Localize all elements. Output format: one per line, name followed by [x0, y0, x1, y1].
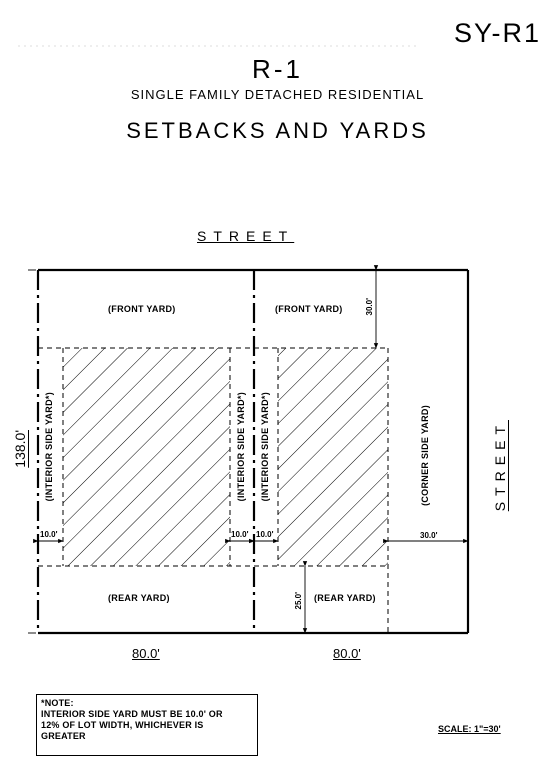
dimension-lines — [28, 265, 469, 634]
note-box: *NOTE: INTERIOR SIDE YARD MUST BE 10.0' … — [36, 694, 258, 756]
lot-depth-label: 138.0' — [12, 430, 28, 468]
interior-side-yard-label-2: (INTERIOR SIDE YARD*) — [236, 392, 246, 502]
interior-side-yard-label-3: (INTERIOR SIDE YARD*) — [260, 392, 270, 502]
street-label-top: STREET — [197, 228, 295, 244]
rear-yard-label-left: (REAR YARD) — [108, 593, 170, 603]
corner-side-yard-label: (CORNER SIDE YARD) — [420, 405, 430, 506]
interior-side-yard-label-1: (INTERIOR SIDE YARD*) — [44, 392, 54, 502]
corner-side-setback-dimension: 30.0' — [420, 531, 438, 540]
interior-side-dimension-3: 10.0' — [256, 530, 274, 539]
setback-lines — [38, 347, 389, 633]
lot-width-left: 80.0' — [132, 646, 160, 661]
rear-yard-label-right: (REAR YARD) — [314, 593, 376, 603]
note-line: 12% OF LOT WIDTH, WHICHEVER IS — [41, 720, 204, 730]
buildable-area-left — [63, 348, 230, 566]
note-heading: *NOTE: — [41, 698, 74, 708]
sheet-id: SY-R1 — [453, 18, 541, 48]
interior-side-dimension-2: 10.0' — [231, 530, 249, 539]
street-label-right: STREET — [492, 420, 508, 512]
lot-width-right: 80.0' — [333, 646, 361, 661]
zone-code: R-1 — [252, 54, 303, 84]
note-line: INTERIOR SIDE YARD MUST BE 10.0' OR — [41, 709, 223, 719]
page-title: SETBACKS AND YARDS — [126, 118, 429, 143]
lot-boundaries — [36, 268, 470, 635]
front-setback-dimension: 30.0' — [365, 298, 374, 316]
scale-label: SCALE: 1"=30' — [438, 724, 501, 734]
note-line: GREATER — [41, 731, 86, 741]
interior-side-dimension-1: 10.0' — [40, 530, 58, 539]
zone-description: SINGLE FAMILY DETACHED RESIDENTIAL — [130, 87, 425, 102]
buildable-area-right — [278, 348, 388, 566]
rear-setback-dimension: 25.0' — [294, 592, 303, 610]
front-yard-label-left: (FRONT YARD) — [108, 304, 176, 314]
front-yard-label-right: (FRONT YARD) — [275, 304, 343, 314]
